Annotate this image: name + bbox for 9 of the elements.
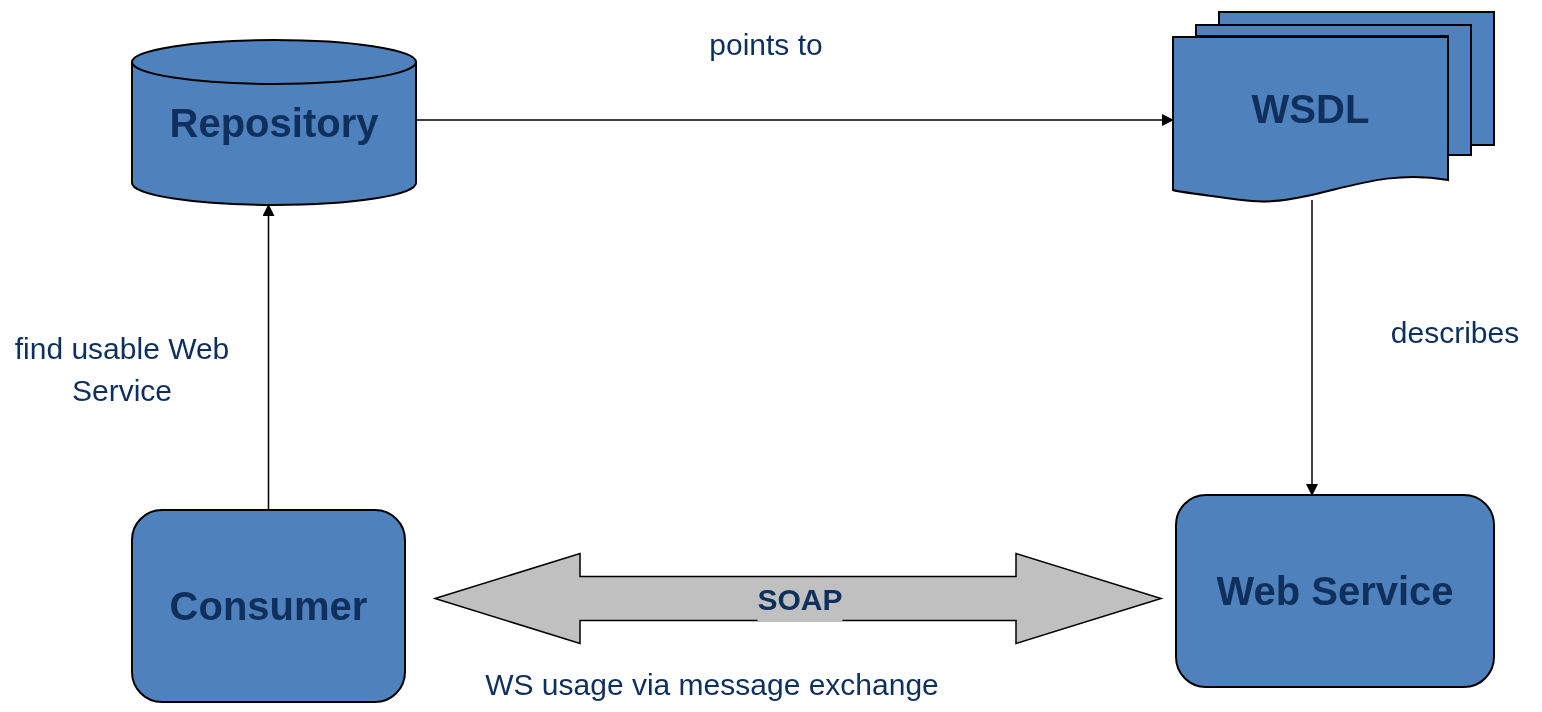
- arrow: [415, 114, 1174, 126]
- node-label: Web Service: [1216, 568, 1454, 615]
- double-arrow: [432, 552, 1164, 645]
- caption-text: WS usage via message exchange: [485, 668, 939, 702]
- node-label: Repository: [169, 99, 379, 147]
- arrow: [262, 204, 275, 511]
- arrow: [1306, 199, 1318, 496]
- node-label: WSDL: [1251, 85, 1370, 133]
- node-label: Consumer: [169, 583, 368, 630]
